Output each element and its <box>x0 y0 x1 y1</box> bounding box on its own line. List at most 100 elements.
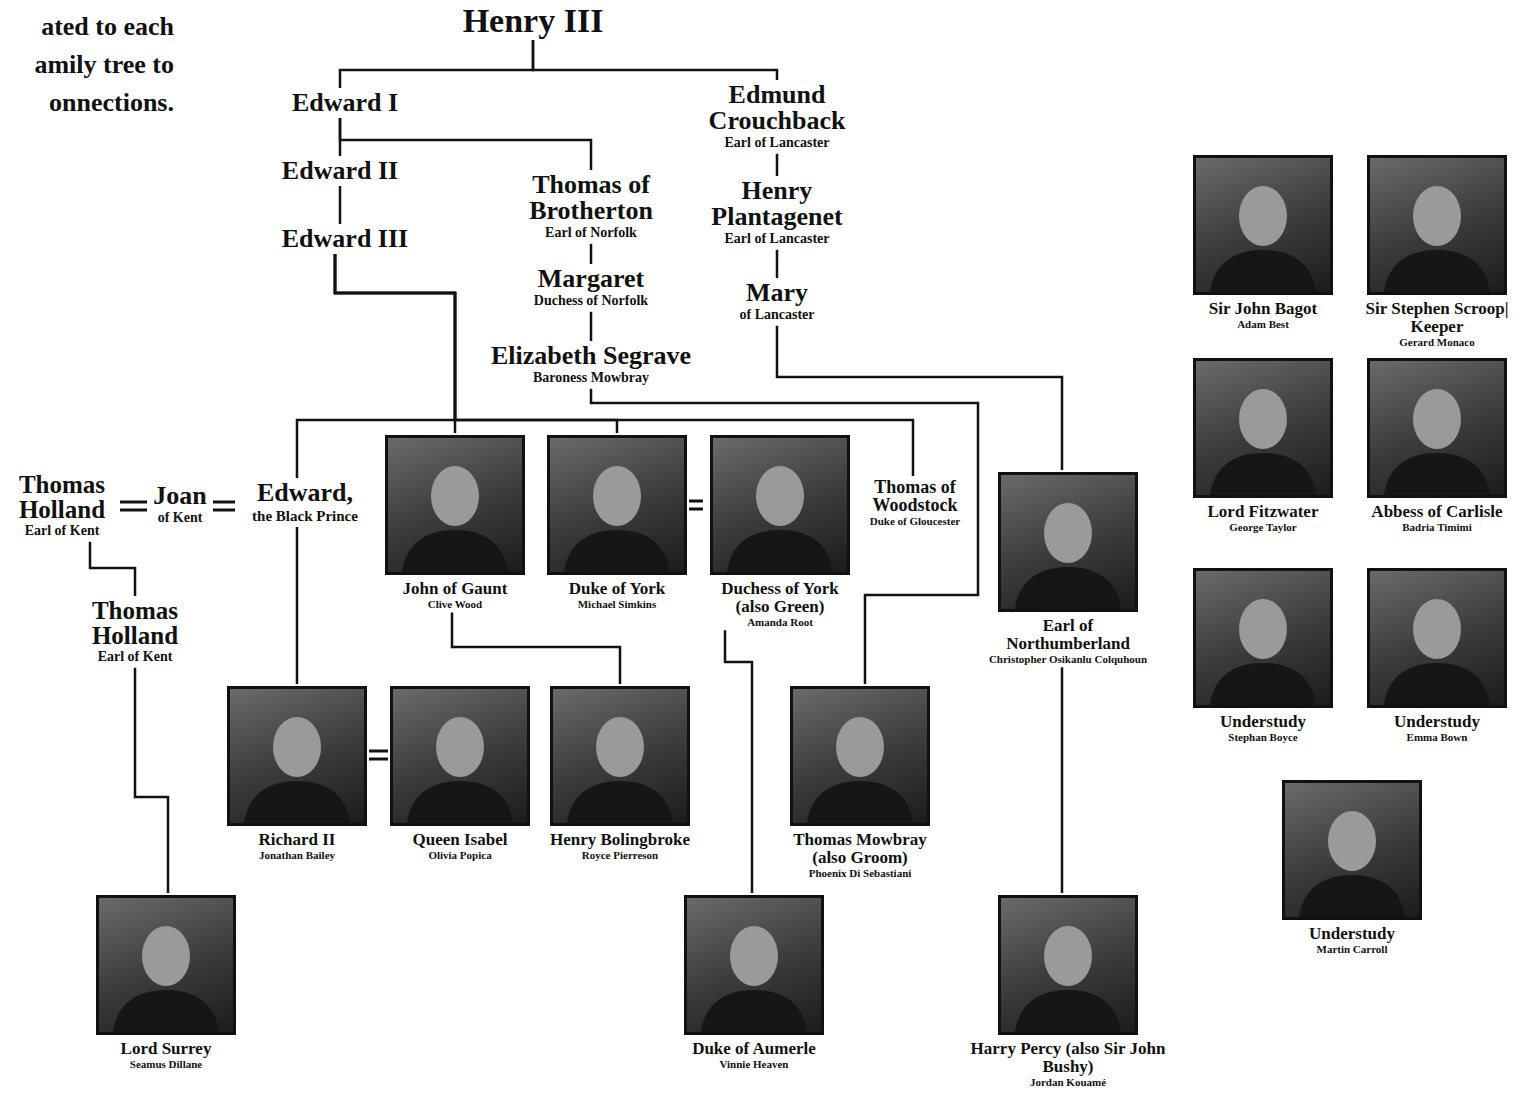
actor-name: Adam Best <box>1183 318 1343 331</box>
role-name: Understudy <box>1183 713 1343 731</box>
portrait-photo <box>1193 155 1333 295</box>
role-name: Duke of Aumerle <box>679 1040 829 1058</box>
portrait-photo <box>998 895 1138 1035</box>
cast-member-node: Henry BolingbrokeRoyce Pierreson <box>535 686 705 861</box>
title-text: of Lancaster <box>712 307 842 324</box>
portrait-photo <box>96 895 236 1035</box>
title-text: Earl of Norfolk <box>504 225 679 242</box>
role-name: John of Gaunt <box>385 580 525 598</box>
portrait-photo <box>1367 568 1507 708</box>
role-name: Queen Isabel <box>390 831 530 849</box>
title-text: Earl of Kent <box>6 523 118 540</box>
cast-member-node: UnderstudyMartin Carroll <box>1277 780 1427 955</box>
actor-name: Clive Wood <box>385 598 525 611</box>
actor-name: Seamus Dillane <box>91 1058 241 1071</box>
actor-name: Royce Pierreson <box>535 849 705 862</box>
cast-member-node: Lord FitzwaterGeorge Taylor <box>1183 358 1343 533</box>
person-name: Thomas Holland <box>6 472 118 522</box>
actor-name: Vinnie Heaven <box>679 1058 829 1071</box>
role-name: Sir Stephen Scroop| Keeper <box>1362 300 1512 336</box>
person-name: Edmund Crouchback <box>682 82 872 134</box>
ancestor-node: Thomas of WoodstockDuke of Gloucester <box>859 478 971 528</box>
person-name: Thomas of Woodstock <box>859 478 971 514</box>
ancestor-node: Thomas HollandEarl of Kent <box>79 598 191 666</box>
ancestor-node: Elizabeth SegraveBaroness Mowbray <box>446 343 736 387</box>
title-text: of Kent <box>149 510 211 527</box>
person-name: Henry Plantagenet <box>682 178 872 230</box>
person-name: Thomas of Brotherton <box>504 172 679 224</box>
cast-member-node: Lord SurreySeamus Dillane <box>91 895 241 1070</box>
portrait-photo <box>710 435 850 575</box>
lineage-connector <box>340 40 533 88</box>
person-name: Edward III <box>260 226 430 252</box>
lineage-connector <box>590 244 593 264</box>
actor-name: Gerard Monaco <box>1362 336 1512 349</box>
portrait-photo <box>684 895 824 1035</box>
role-name: Sir John Bagot <box>1183 300 1343 318</box>
cast-member-node: Richard IIJonathan Bailey <box>227 686 367 861</box>
actor-name: Olivia Popica <box>390 849 530 862</box>
role-name: Henry Bolingbroke <box>535 831 705 849</box>
lineage-connector <box>452 612 620 684</box>
cast-member-node: Sir Stephen Scroop| KeeperGerard Monaco <box>1362 155 1512 348</box>
role-name: Lord Fitzwater <box>1183 503 1343 521</box>
portrait-photo <box>385 435 525 575</box>
portrait-photo <box>1367 358 1507 498</box>
role-name: Thomas Mowbray (also Groom) <box>780 831 940 867</box>
actor-name: Christopher Osikanlu Colquhoun <box>988 653 1148 666</box>
lineage-connector <box>725 630 752 893</box>
marriage-connector <box>689 501 703 509</box>
cast-member-node: UnderstudyStephan Boyce <box>1183 568 1343 743</box>
actor-name: Michael Simkins <box>547 598 687 611</box>
ancestor-node: MargaretDuchess of Norfolk <box>506 266 676 310</box>
portrait-photo <box>790 686 930 826</box>
cast-member-node: Duke of YorkMichael Simkins <box>547 435 687 610</box>
lineage-connector <box>776 250 779 278</box>
ancestor-node: Henry PlantagenetEarl of Lancaster <box>682 178 872 248</box>
ancestor-node: Maryof Lancaster <box>712 280 842 324</box>
portrait-photo <box>998 472 1138 612</box>
title-text: Earl of Kent <box>79 649 191 666</box>
cast-member-node: Duchess of York (also Green)Amanda Root <box>705 435 855 628</box>
ancestor-node: Joanof Kent <box>149 483 211 527</box>
role-name: Richard II <box>227 831 367 849</box>
lineage-connector <box>1061 667 1064 893</box>
role-name: Harry Percy (also Sir John Bushy) <box>968 1040 1168 1076</box>
marriage-connector <box>369 751 388 759</box>
person-name: Henry III <box>423 4 643 38</box>
ancestor-node: Henry III <box>423 4 643 38</box>
actor-name: Stephan Boyce <box>1183 731 1343 744</box>
ancestor-node: Edward I <box>270 90 420 116</box>
portrait-photo <box>547 435 687 575</box>
role-name: Understudy <box>1362 713 1512 731</box>
lineage-connector <box>90 542 135 596</box>
actor-name: Jonathan Bailey <box>227 849 367 862</box>
ancestor-node: Thomas of BrothertonEarl of Norfolk <box>504 172 679 242</box>
role-name: Lord Surrey <box>91 1040 241 1058</box>
ancestor-node: Edmund CrouchbackEarl of Lancaster <box>682 82 872 152</box>
actor-name: Jordan Kouamé <box>968 1076 1168 1089</box>
role-name: Earl of Northumberland <box>988 617 1148 653</box>
ancestor-node: Edward III <box>260 226 430 252</box>
ancestor-node: Edward,the Black Prince <box>237 480 373 525</box>
title-text: Earl of Lancaster <box>682 135 872 152</box>
lineage-connector <box>335 254 455 433</box>
person-name: Edward I <box>270 90 420 116</box>
person-name: Joan <box>149 483 211 509</box>
lineage-connector <box>776 154 779 176</box>
lineage-connector <box>590 312 593 341</box>
title-text: Duchess of Norfolk <box>506 293 676 310</box>
portrait-photo <box>550 686 690 826</box>
actor-name: Badria Timimi <box>1359 521 1515 534</box>
person-name: Margaret <box>506 266 676 292</box>
role-name: Abbess of Carlisle <box>1359 503 1515 521</box>
person-name: Mary <box>712 280 842 306</box>
role-name: Understudy <box>1277 925 1427 943</box>
actor-name: Amanda Root <box>705 616 855 629</box>
portrait-photo <box>1282 780 1422 920</box>
cast-member-node: Duke of AumerleVinnie Heaven <box>679 895 829 1070</box>
portrait-photo <box>1193 358 1333 498</box>
portrait-photo <box>1367 155 1507 295</box>
cast-member-node: Queen IsabelOlivia Popica <box>390 686 530 861</box>
actor-name: George Taylor <box>1183 521 1343 534</box>
